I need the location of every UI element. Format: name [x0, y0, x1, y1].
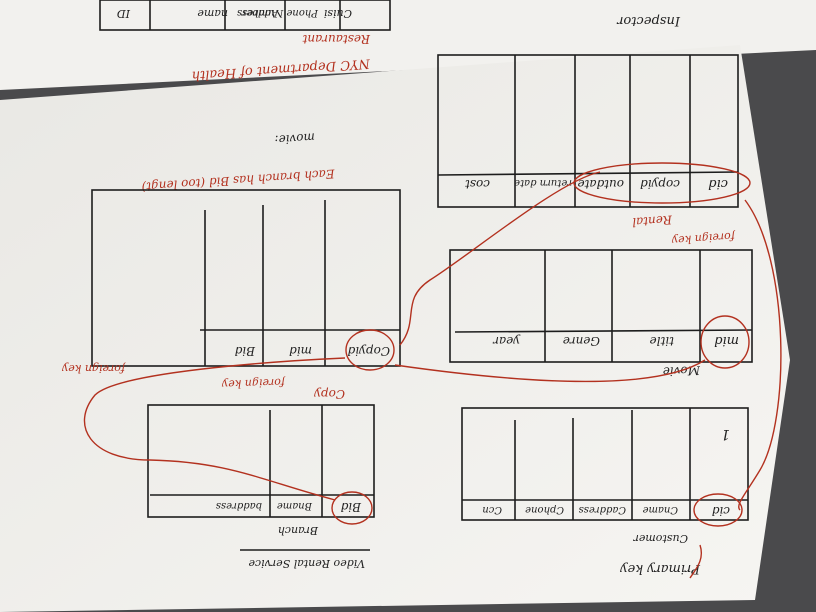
- customer-col-caddress: Caddress: [579, 504, 626, 515]
- bid-to-branch-link: [83, 357, 346, 501]
- customer-col-ccn: Ccn: [482, 504, 502, 515]
- rental-col-outdate: outdate: [577, 177, 624, 191]
- customer-title: Customer: [633, 532, 688, 545]
- copy-col-bid: Bid: [234, 344, 256, 358]
- movie-table: mid title Genre year: [449, 249, 753, 363]
- inspector-label: Inspector: [616, 13, 681, 28]
- rental-col-return: return date: [514, 177, 572, 188]
- main-paper-sheet: [0, 45, 790, 612]
- movie-col-year: year: [492, 334, 521, 348]
- rental-title: Rental: [632, 212, 674, 229]
- fk-rental-note: foreign key: [671, 230, 737, 247]
- customer-col-cid: cid: [711, 504, 730, 518]
- top-col-address: Address: [237, 7, 279, 18]
- copyid-to-rental-link: [399, 171, 601, 346]
- copy-col-copyid: Copyid: [347, 344, 390, 358]
- rental-col-copyid: copyid: [640, 177, 680, 191]
- branch-col-bname: Bname: [277, 500, 313, 511]
- branch-col-bid: Bid: [340, 500, 362, 514]
- fk-left-note: foreign key: [61, 362, 126, 375]
- copy-col-mid: mid: [289, 344, 312, 358]
- bid-circle: [331, 491, 373, 525]
- copy-title: Copy: [314, 387, 345, 401]
- pk-arrow: [689, 544, 702, 579]
- top-col-cuisine: Cuisi: [324, 7, 352, 20]
- rental-col-cid: cid: [708, 176, 728, 191]
- top-paper-sheet: [0, 0, 816, 90]
- page-heading: Video Rental Service: [248, 557, 365, 570]
- movie-col-mid: mid: [714, 333, 739, 348]
- cid-circle: [693, 493, 743, 527]
- customer-col-cname: Cname: [642, 504, 678, 515]
- rental-to-customer-link: [738, 199, 782, 511]
- movie-col-title: title: [650, 334, 674, 348]
- movie-col-genre: Genre: [563, 334, 600, 348]
- top-col-name: name: [197, 7, 228, 20]
- restaurant-label: Restaurant: [302, 32, 371, 46]
- fk-copy-note: foreign key: [221, 376, 286, 391]
- primary-key-note: Primary key: [620, 561, 701, 576]
- top-col-phone: Phone Number: [240, 7, 319, 18]
- branch-table: Bid Bname baddress: [147, 404, 375, 518]
- mid-to-movie-link: [394, 359, 706, 383]
- rental-table: cid copyid outdate return date cost: [437, 54, 739, 208]
- copyid-circle: [345, 329, 395, 371]
- mid-circle: [700, 315, 750, 369]
- top-col-id: ID: [117, 7, 131, 20]
- branch-title: Branch: [278, 524, 319, 537]
- movie-label: movie:: [274, 130, 315, 147]
- top-restaurant-table: Cuisi Phone Number Address name ID: [99, 0, 391, 31]
- customer-col-cphone: Cphone: [525, 504, 564, 515]
- branch-col-baddress: baddress: [216, 500, 262, 511]
- customer-row-mark: 1: [721, 426, 730, 442]
- rental-col-cost: cost: [465, 177, 490, 191]
